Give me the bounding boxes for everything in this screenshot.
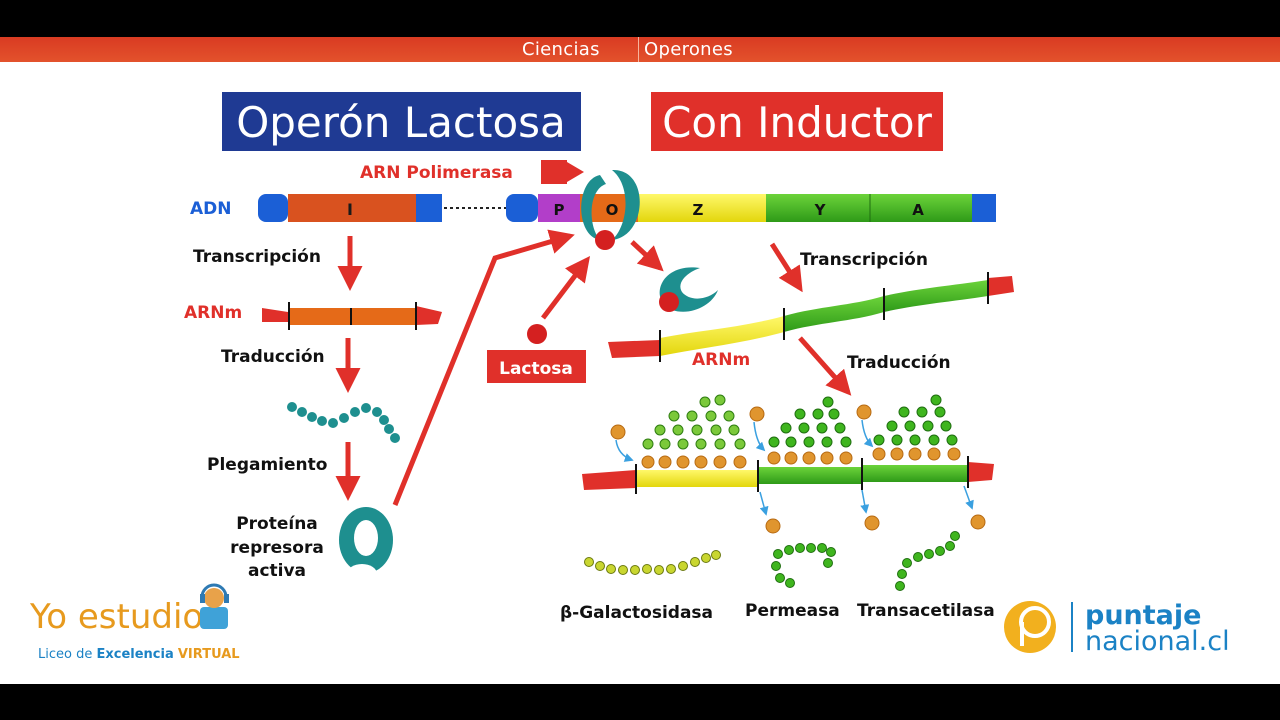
label-traduccion-right: Traducción [847,353,951,373]
logo-nacional-text: nacional.cl [1085,626,1230,657]
yo-estudio-logo: Yo estudio Liceo de Excelencia VIRTUAL [29,583,240,662]
incoming-ribosomes [610,404,872,440]
arrow-repressor-release [630,240,664,272]
lactosa-tag: Lactosa [487,350,586,383]
active-repressor-icon [339,507,393,584]
label-permeasa: Permeasa [745,601,840,621]
logo-puntaje-text: puntaje [1085,600,1201,631]
rna-polymerase-icon [581,169,640,240]
label-arnm-right: ARNm [692,350,750,370]
bound-lactose-dot [595,230,615,250]
puntaje-nacional-logo: puntaje nacional.cl [1004,600,1230,657]
nascent-peptides-y [768,396,852,448]
polysome-mrna [582,456,994,494]
label-activa: activa [248,561,306,581]
arrow-transcription-right [769,242,803,293]
gene-p-label: P [554,201,565,219]
arrow-translation-right [798,336,852,396]
label-plegamiento: Plegamiento [207,455,327,475]
enzyme-permease-chain [771,543,836,588]
arrow-repressor-to-operator [392,229,575,506]
label-adn: ADN [190,199,232,219]
gene-i-label: I [347,200,353,219]
polymerase-pointer-icon [541,160,584,184]
svg-text:Liceo de Excelencia VIRTUAL: Liceo de Excelencia VIRTUAL [38,647,240,662]
nascent-peptides-a [873,394,958,446]
label-arn-polimerasa: ARN Polimerasa [360,163,513,183]
bottom-letterbox [0,684,1280,720]
ribosome-arrows [615,419,974,516]
label-traduccion-left: Traducción [221,347,325,367]
gene-y-label: Y [814,201,827,219]
title-operon-lactosa: Operón Lactosa [222,92,581,151]
breadcrumb-separator [638,37,639,62]
label-transcripcion-left: Transcripción [193,247,321,267]
logo-sub-3: VIRTUAL [178,647,240,662]
logo-sub-2: Excelencia [96,647,173,662]
label-represora: represora [230,538,324,558]
released-ribosomes [765,514,986,534]
label-transacetilasa: Transacetilasa [857,601,995,621]
arrow-lactose-binding [541,256,591,320]
mrna-left [262,302,442,330]
dna-regulator-segment: I [258,194,442,222]
label-beta-galactosidasa: β-Galactosidasa [560,603,713,623]
slide-canvas [0,62,1280,684]
mrna-right [608,272,1014,362]
polypeptide-chain [287,402,400,443]
breadcrumb-operones[interactable]: Operones [644,39,733,60]
gene-a-label: A [912,201,924,219]
title-con-inductor: Con Inductor [651,92,943,151]
logo-yo-estudio-text: Yo estudio [29,597,203,637]
gene-o-label: O [606,201,619,219]
label-arnm-left: ARNm [184,303,242,323]
header-bar [0,37,1280,62]
inactive-repressor-icon [659,267,718,312]
logo-sub-1: Liceo de [38,647,96,662]
nascent-peptides-z [642,394,746,450]
breadcrumb-ciencias[interactable]: Ciencias [522,39,600,60]
top-letterbox [0,0,1280,36]
enzyme-galactosidase-chain [584,550,721,575]
label-transcripcion-right: Transcripción [800,250,928,270]
label-proteina: Proteína [236,514,318,534]
label-lactosa: Lactosa [499,359,573,379]
lactose-molecule-icon [527,324,547,344]
title-left-text: Operón Lactosa [236,98,566,147]
dna-operon-strand: P O Z Y A [506,194,996,222]
title-right-text: Con Inductor [662,98,933,147]
enzyme-transacetylase-chain [895,531,960,591]
ribosomes-row [641,447,961,469]
gene-z-label: Z [693,201,704,219]
